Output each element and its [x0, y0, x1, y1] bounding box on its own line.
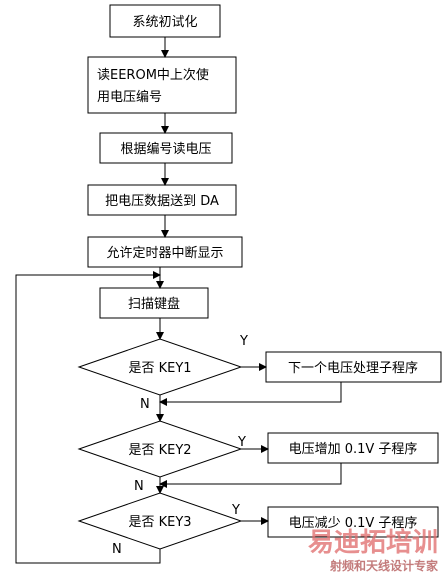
read-eerom-label-line2: 用电压编号	[97, 90, 162, 105]
key1-decision: 是否 KEY1	[77, 338, 243, 396]
init-box: 系统初试化	[109, 4, 221, 38]
voltage-down-box: 电压减少 0.1V 子程序	[267, 506, 439, 538]
key3-yes-label: Y	[231, 503, 240, 518]
next-voltage-label: 下一个电压处理子程序	[288, 361, 418, 376]
send-da-box: 把电压数据送到 DA	[87, 184, 237, 216]
watermark-main: 易迪拓培训	[308, 528, 438, 558]
voltage-up-box: 电压增加 0.1V 子程序	[267, 432, 439, 464]
send-da-label: 把电压数据送到 DA	[105, 194, 219, 209]
read-voltage-box: 根据编号读电压	[99, 132, 233, 164]
init-label: 系统初试化	[132, 15, 197, 30]
return-voltage-up	[159, 463, 342, 488]
key1-yes-label: Y	[239, 334, 248, 349]
key2-yes-label: Y	[237, 435, 246, 450]
read-eerom-box: 读EEROM中上次使 用电压编号	[87, 56, 237, 114]
scan-keyboard-box: 扫描键盘	[99, 287, 209, 319]
key2-decision: 是否 KEY2	[77, 420, 243, 478]
key3-decision: 是否 KEY3	[77, 492, 243, 550]
key2-label: 是否 KEY2	[128, 443, 191, 458]
loop-back-line	[15, 271, 161, 564]
key3-label: 是否 KEY3	[128, 515, 191, 530]
allow-timer-label: 允许定时器中断显示	[106, 245, 223, 261]
key1-label: 是否 KEY1	[128, 361, 191, 376]
read-eerom-label-line1: 读EEROM中上次使	[97, 67, 209, 83]
key3-no-label: N	[112, 542, 122, 557]
scan-keyboard-label: 扫描键盘	[128, 296, 180, 312]
voltage-down-label: 电压减少 0.1V 子程序	[289, 516, 418, 531]
allow-timer-box: 允许定时器中断显示	[87, 236, 243, 268]
next-voltage-box: 下一个电压处理子程序	[265, 351, 442, 383]
watermark: 易迪拓培训 射频和天线设计专家	[308, 528, 439, 573]
return-next-voltage	[159, 382, 342, 406]
voltage-up-label: 电压增加 0.1V 子程序	[289, 442, 418, 457]
key2-no-label: N	[134, 479, 144, 494]
key1-no-label: N	[140, 397, 150, 412]
watermark-sub: 射频和天线设计专家	[329, 558, 439, 573]
read-voltage-label: 根据编号读电压	[120, 142, 211, 157]
